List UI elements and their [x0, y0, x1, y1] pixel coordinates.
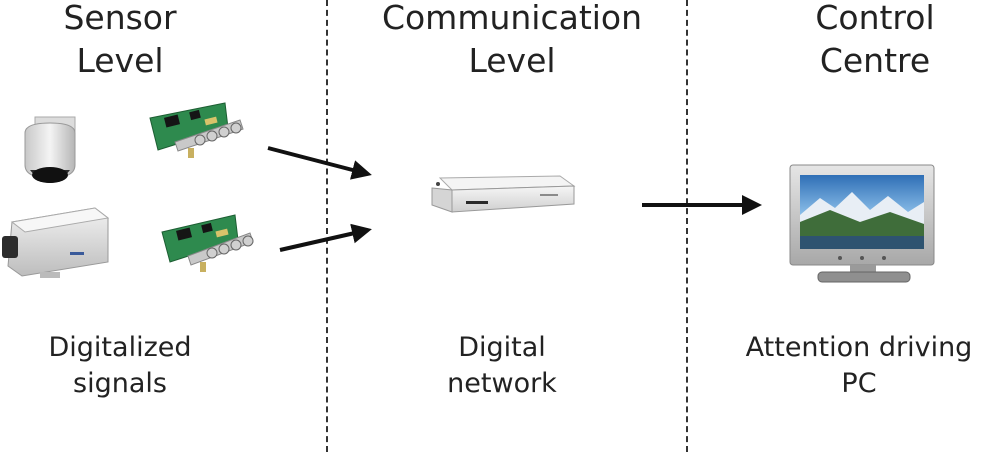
- sensor-level-heading: Sensor Level: [20, 0, 220, 82]
- divider-left: [326, 0, 328, 452]
- sensor-level-caption: Digitalized signals: [20, 330, 220, 402]
- control-centre-caption-line2: PC: [841, 368, 877, 399]
- control-centre-caption-line1: Attention driving: [745, 332, 973, 363]
- box-camera-icon: [2, 207, 110, 278]
- sensor-level-caption-line2: signals: [73, 368, 167, 399]
- divider-right: [686, 0, 688, 452]
- control-centre-caption: Attention driving PC: [718, 330, 1000, 402]
- capture-card-icon: [149, 102, 244, 158]
- network-switch-icon: [431, 175, 576, 213]
- sensor-level-heading-line2: Level: [76, 41, 164, 80]
- dome-camera-icon: [24, 116, 76, 183]
- communication-level-heading-line2: Level: [468, 41, 556, 80]
- sensor-level-caption-line1: Digitalized: [48, 332, 192, 363]
- control-centre-heading-line1: Control: [815, 0, 935, 37]
- communication-level-heading-line1: Communication: [381, 0, 643, 37]
- arrow-to-network-bottom: [279, 223, 372, 252]
- control-centre-heading: Control Centre: [770, 0, 980, 82]
- arrow-to-network-top: [267, 146, 372, 180]
- sensor-level-heading-line1: Sensor: [63, 0, 177, 37]
- communication-level-caption-line1: Digital: [458, 332, 546, 363]
- communication-level-caption-line2: network: [447, 368, 557, 399]
- control-centre-heading-line2: Centre: [819, 41, 931, 80]
- communication-level-heading: Communication Level: [352, 0, 672, 82]
- capture-card-icon: [161, 214, 254, 272]
- communication-level-caption: Digital network: [402, 330, 602, 402]
- monitor-icon: [789, 164, 935, 283]
